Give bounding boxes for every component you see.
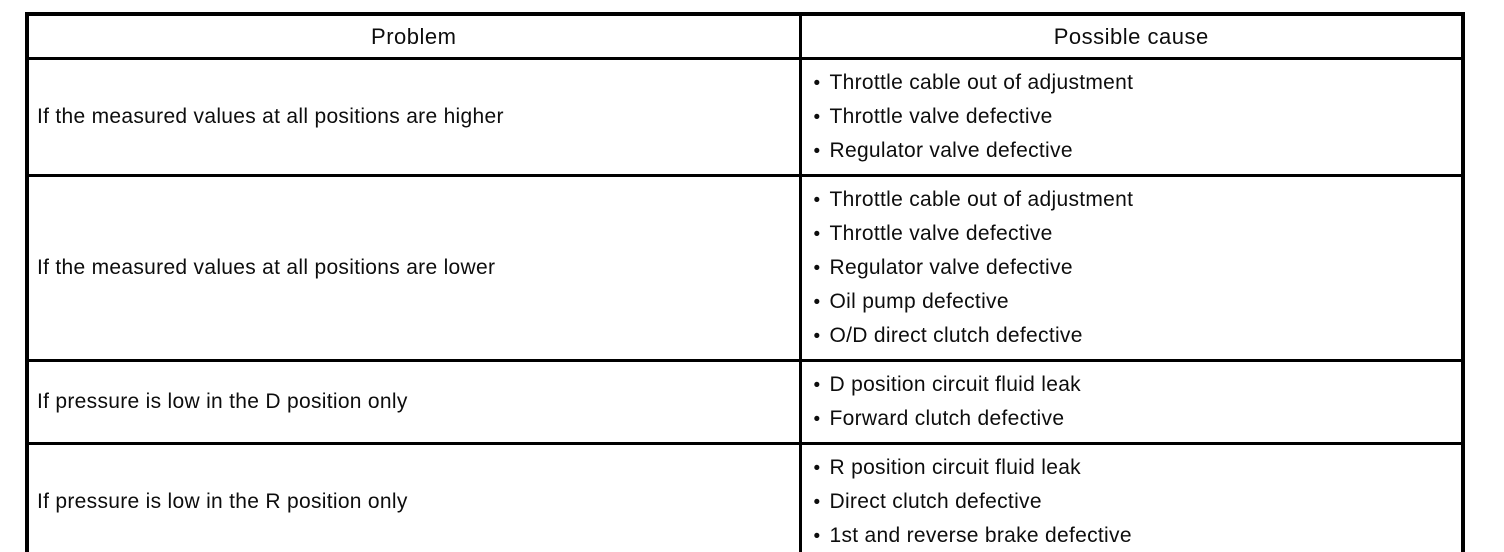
cause-text: Direct clutch defective: [829, 490, 1042, 514]
header-row: Problem Possible cause: [25, 12, 1465, 60]
bullet-icon: •: [813, 224, 821, 245]
bullet-icon: •: [813, 526, 821, 548]
bullet-icon: •: [813, 107, 821, 128]
cause-text: 1st and reverse brake defective: [829, 524, 1132, 548]
cause-list-item: • R position circuit fluid leak: [814, 451, 1452, 485]
problem-text: If pressure is low in the R position onl…: [37, 490, 408, 514]
cause-text: Regulator valve defective: [829, 139, 1073, 162]
bullet-icon: •: [813, 141, 821, 162]
table-body: If the measured values at all positions …: [25, 57, 1465, 552]
bullet-icon: •: [813, 409, 821, 430]
bullet-icon: •: [813, 375, 821, 396]
cause-text: Forward clutch defective: [829, 407, 1065, 430]
table-row: If the measured values at all positions …: [25, 174, 1465, 362]
cause-text: O/D direct clutch defective: [829, 324, 1083, 347]
problem-cell: If pressure is low in the R position onl…: [25, 442, 802, 552]
cause-list-item: • Throttle valve defective: [814, 217, 1452, 251]
bullet-icon: •: [813, 190, 821, 211]
problem-text: If the measured values at all positions …: [37, 256, 496, 279]
problem-cell: If the measured values at all positions …: [25, 174, 802, 362]
cause-list-item: • Oil pump defective: [814, 285, 1452, 319]
cause-list-item: • 1st and reverse brake defective: [814, 519, 1452, 552]
cause-cell: • D position circuit fluid leak • Forward c…: [798, 359, 1465, 445]
cause-text: R position circuit fluid leak: [829, 456, 1081, 480]
cause-text: Throttle valve defective: [829, 105, 1053, 128]
cause-column-header: Possible cause: [798, 12, 1465, 60]
table-row: If pressure is low in the R position onl…: [25, 442, 1465, 552]
cause-text: Oil pump defective: [829, 290, 1009, 313]
bullet-icon: •: [813, 292, 821, 313]
table-row: If pressure is low in the D position onl…: [25, 359, 1465, 445]
cause-list-item: • Direct clutch defective: [814, 485, 1452, 519]
bullet-icon: •: [813, 258, 821, 279]
cause-cell: • Throttle cable out of adjustment • Thrott…: [798, 174, 1465, 362]
cause-text: D position circuit fluid leak: [829, 373, 1081, 396]
cause-list-item: • Forward clutch defective: [814, 402, 1452, 436]
problem-cell: If pressure is low in the D position onl…: [25, 359, 802, 445]
problem-text: If the measured values at all positions …: [37, 105, 504, 128]
cause-text: Regulator valve defective: [829, 256, 1073, 279]
cause-list-item: • Regulator valve defective: [814, 251, 1452, 285]
cause-list-item: • O/D direct clutch defective: [814, 319, 1452, 353]
cause-list-item: • Regulator valve defective: [814, 134, 1452, 168]
cause-list-item: • Throttle cable out of adjustment: [814, 183, 1452, 217]
problem-cell: If the measured values at all positions …: [25, 57, 802, 177]
cause-list-item: • Throttle cable out of adjustment: [814, 66, 1452, 100]
problem-text: If pressure is low in the D position onl…: [37, 390, 408, 413]
cause-text: Throttle cable out of adjustment: [829, 188, 1134, 211]
cause-list-item: • D position circuit fluid leak: [814, 368, 1452, 402]
bullet-icon: •: [813, 458, 821, 480]
table-row: If the measured values at all positions …: [25, 57, 1465, 177]
cause-cell: • Throttle cable out of adjustment • Thrott…: [798, 57, 1465, 177]
cause-text: Throttle valve defective: [829, 222, 1053, 245]
bullet-icon: •: [813, 73, 821, 94]
cause-text: Throttle cable out of adjustment: [829, 71, 1134, 94]
bullet-icon: •: [813, 492, 821, 514]
cause-cell: • R position circuit fluid leak • Direct cl…: [798, 442, 1465, 552]
cause-list-item: • Throttle valve defective: [814, 100, 1452, 134]
problem-column-header: Problem: [25, 12, 802, 60]
troubleshooting-table: Problem Possible cause If the measured v…: [25, 12, 1465, 552]
bullet-icon: •: [813, 326, 821, 347]
